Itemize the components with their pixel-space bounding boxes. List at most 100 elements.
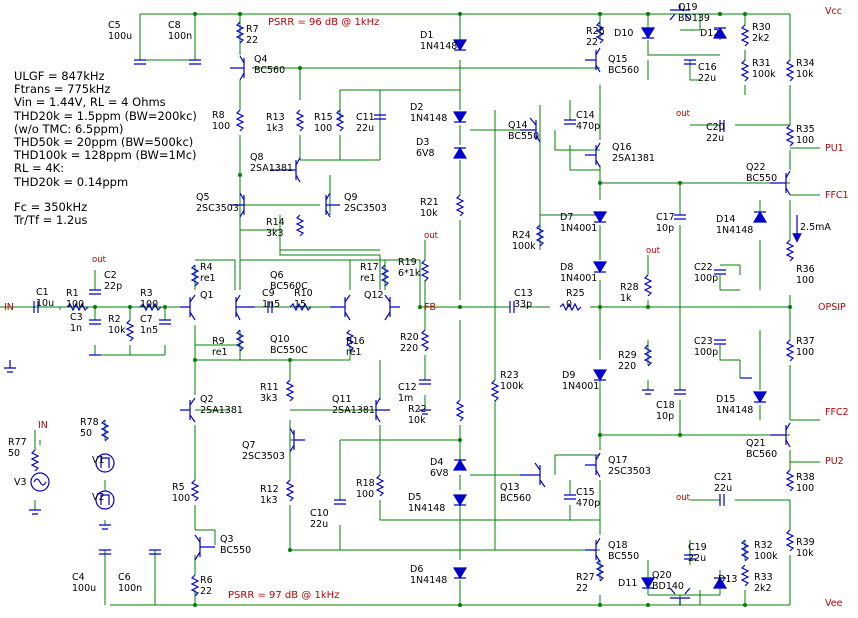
- part-ref: R24: [512, 230, 531, 241]
- part-value: 22: [576, 583, 588, 594]
- junction-dots: [93, 12, 792, 607]
- part-value: 22u: [310, 519, 328, 530]
- part-ref: C20: [706, 122, 725, 133]
- part-ref: R25: [566, 288, 585, 299]
- part-value: 10p: [656, 411, 674, 422]
- part-value: 100: [66, 299, 84, 310]
- part-value: 2SA1381: [250, 163, 293, 174]
- part-value: 1N4148: [410, 575, 447, 586]
- part-value: 1N4001: [560, 223, 597, 234]
- part-value: 100: [796, 483, 814, 494]
- part-ref: R8: [212, 110, 225, 121]
- part-ref: R6: [200, 575, 213, 586]
- part-value: re1: [200, 273, 216, 284]
- spec-line: Fc = 350kHz: [14, 199, 88, 214]
- part-ref: Q15: [608, 54, 628, 65]
- part-ref: R11: [260, 382, 279, 393]
- part-value: 10k: [796, 69, 814, 80]
- part-ref: R15: [314, 112, 333, 123]
- part-value: 2k2: [754, 583, 772, 594]
- part-value: 100n: [168, 31, 192, 42]
- part-value: 2SA1381: [612, 153, 655, 164]
- part-value: 10k: [796, 548, 814, 559]
- net-vee: Vee: [825, 598, 843, 609]
- part-value: 1n: [70, 323, 82, 334]
- part-value: 1k3: [266, 123, 284, 134]
- part-ref: Q18: [608, 540, 628, 551]
- psrr-bottom-label: PSRR = 97 dB @ 1kHz: [228, 590, 339, 601]
- part-value: 0: [566, 299, 572, 310]
- part-ref: Q9: [344, 192, 358, 203]
- part-ref: C18: [656, 400, 675, 411]
- spec-line: Ftrans = 775kHz: [14, 82, 111, 97]
- part-ref: R28: [620, 282, 639, 293]
- part-ref: C23: [694, 336, 713, 347]
- part-ref: V1: [92, 455, 105, 466]
- part-ref: R13: [266, 112, 285, 123]
- part-ref: Q16: [612, 142, 632, 153]
- part-value: 10p: [656, 223, 674, 234]
- part-ref: R3: [140, 288, 153, 299]
- part-ref: R36: [796, 264, 815, 275]
- part-ref: R29: [618, 350, 637, 361]
- net-pu1: PU1: [825, 143, 844, 154]
- part-value: 1k3: [260, 495, 278, 506]
- part-value: 33p: [514, 299, 532, 310]
- part-value: BC550: [608, 551, 639, 562]
- part-ref: Q10: [270, 334, 290, 345]
- part-ref: Q5: [196, 192, 210, 203]
- part-value: 1N4148: [716, 405, 753, 416]
- capacitor-symbols: [33, 59, 726, 560]
- part-ref: C11: [356, 112, 375, 123]
- net-out-r28: out: [646, 246, 661, 256]
- part-ref: Q8: [250, 152, 264, 163]
- part-ref: C3: [70, 312, 83, 323]
- part-value: 100: [356, 489, 374, 500]
- part-value: 2SC3503: [242, 451, 285, 462]
- part-value: 1N4001: [560, 273, 597, 284]
- part-value: BC550C: [270, 345, 308, 356]
- part-value: 2SA1381: [332, 405, 375, 416]
- part-ref: R78: [80, 417, 99, 428]
- part-ref: Q19: [678, 2, 698, 13]
- net-out-c2: out: [92, 255, 107, 265]
- part-value: 22u: [356, 123, 374, 134]
- part-value: 100u: [108, 31, 132, 42]
- part-value: 100: [172, 493, 190, 504]
- part-ref: D15: [716, 394, 735, 405]
- part-value: BC560C: [270, 281, 308, 292]
- part-value: BC550: [220, 545, 251, 556]
- part-value: 100k: [512, 241, 536, 252]
- part-ref: D6: [410, 564, 423, 575]
- part-ref: R7: [246, 24, 259, 35]
- part-ref: C5: [108, 20, 121, 31]
- ground-symbols: [4, 354, 752, 530]
- part-value: BC560: [608, 65, 639, 76]
- part-value: 6V8: [416, 148, 435, 159]
- part-ref: R2: [108, 314, 121, 325]
- part-value: 10k: [408, 415, 426, 426]
- part-ref: R34: [796, 58, 815, 69]
- part-value: 100k: [754, 551, 778, 562]
- part-value: 100k: [500, 381, 524, 392]
- part-ref: C15: [576, 487, 595, 498]
- part-value: 3k3: [266, 228, 284, 239]
- net-opsip: OPSIP: [818, 302, 846, 313]
- part-ref: R18: [356, 478, 375, 489]
- diode-symbols[interactable]: [452, 26, 768, 590]
- part-value: 220: [400, 343, 418, 354]
- spec-line: RL = 4K:: [14, 161, 65, 176]
- part-ref: Q6: [270, 270, 284, 281]
- part-value: 1N4148: [408, 503, 445, 514]
- part-ref: Q3: [220, 534, 234, 545]
- part-ref: R17: [360, 262, 379, 273]
- part-ref: V2: [92, 492, 105, 503]
- part-value: 10u: [36, 298, 54, 309]
- part-value: 6*1k: [398, 268, 421, 279]
- part-value: 100p: [694, 273, 718, 284]
- part-ref: D14: [716, 214, 735, 225]
- net-in-source: IN: [38, 420, 48, 431]
- part-value: 1N4148: [410, 113, 447, 124]
- part-ref: D3: [416, 137, 429, 148]
- transistor-symbols[interactable]: [180, 4, 791, 605]
